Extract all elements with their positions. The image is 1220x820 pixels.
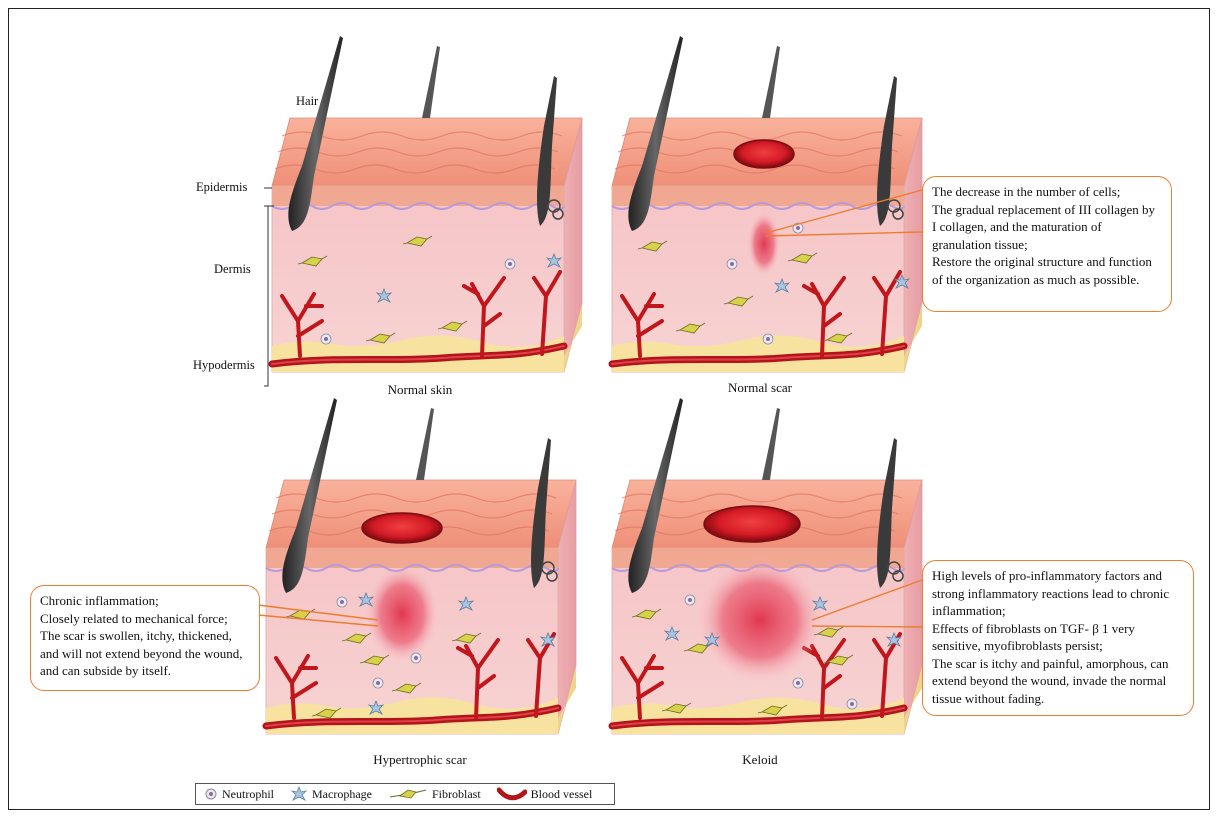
panel-normal-scar	[612, 36, 922, 372]
blood-vessel-icon	[497, 786, 527, 802]
callout-line: The scar is itchy and painful, amorphous…	[932, 655, 1184, 708]
callout-line: The gradual replacement of III collagen …	[932, 201, 1162, 254]
legend-item: Neutrophil	[204, 787, 274, 802]
callout-line: The decrease in the number of cells;	[932, 183, 1162, 201]
hypodermis-label: Hypodermis	[193, 358, 255, 373]
caption-normal-skin: Normal skin	[360, 382, 480, 398]
callout-hypertrophic-scar: Chronic inflammation; Closely related to…	[30, 585, 260, 691]
scar-tissue	[698, 558, 822, 682]
caption-keloid: Keloid	[700, 752, 820, 768]
macrophage-icon	[290, 786, 308, 802]
scar-lesion	[734, 140, 794, 168]
callout-line: Effects of fibroblasts on TGF- β 1 very …	[932, 620, 1184, 655]
callout-line: Restore the original structure and funct…	[932, 253, 1162, 288]
fibroblast-icon	[388, 787, 428, 801]
callout-line: The scar is swollen, itchy, thickened, a…	[40, 627, 250, 680]
legend-label: Blood vessel	[531, 787, 593, 802]
neutrophil-icon	[204, 787, 218, 801]
callout-line: Closely related to mechanical force;	[40, 610, 250, 628]
legend-item: Blood vessel	[497, 786, 593, 802]
scar-lesion	[362, 513, 442, 543]
legend: Neutrophil Macrophage Fibroblast Blood v…	[195, 783, 615, 805]
scar-tissue	[366, 566, 438, 662]
legend-label: Fibroblast	[432, 787, 481, 802]
caption-normal-scar: Normal scar	[700, 380, 820, 396]
callout-line: Chronic inflammation;	[40, 592, 250, 610]
caption-hypertrophic-scar: Hypertrophic scar	[350, 752, 490, 768]
panel-keloid	[612, 398, 922, 734]
legend-label: Macrophage	[312, 787, 372, 802]
callout-normal-scar: The decrease in the number of cells; The…	[922, 176, 1172, 312]
hair-label: Hair	[296, 94, 318, 109]
legend-item: Macrophage	[290, 786, 372, 802]
panel-hypertrophic-scar	[266, 398, 576, 734]
scar-lesion	[704, 506, 800, 542]
panel-normal-skin	[272, 36, 582, 372]
scar-tissue	[748, 212, 780, 276]
callout-keloid: High levels of pro-inflammatory factors …	[922, 560, 1194, 716]
epidermis-label: Epidermis	[196, 180, 247, 195]
legend-label: Neutrophil	[222, 787, 274, 802]
legend-item: Fibroblast	[388, 787, 481, 802]
dermis-label: Dermis	[214, 262, 251, 277]
callout-line: High levels of pro-inflammatory factors …	[932, 567, 1184, 620]
